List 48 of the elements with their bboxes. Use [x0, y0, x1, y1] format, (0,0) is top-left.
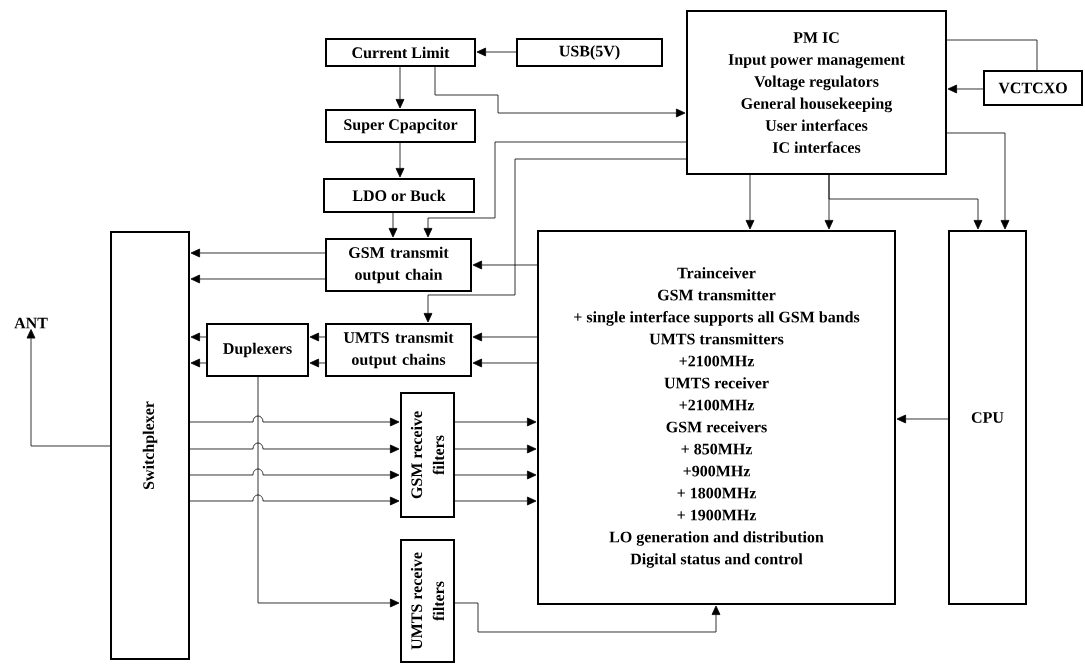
block-box: Super Cpapcitor — [325, 109, 476, 143]
block-box: CPU — [948, 230, 1027, 605]
arrow — [896, 414, 949, 424]
arrow — [26, 329, 111, 447]
arrow — [309, 358, 326, 368]
block-box: GSM transmit output chain — [325, 238, 472, 292]
arrow — [189, 415, 400, 427]
block-box: GSM receive filters — [400, 392, 455, 518]
block-box: Trainceiver GSM transmitter + single interface supports all GSM bands UMTS transmitters +2100MHz UMTS receiver +2100MHz GSM receivers + 850MHz +900MHz + 1800MHz + 1900MHz LO generation and distribution Digital status and control — [537, 230, 896, 605]
arrow — [745, 174, 755, 230]
block-box: Current Limit — [325, 38, 476, 67]
arrow — [476, 47, 517, 57]
arrow — [190, 332, 207, 342]
arrow — [423, 141, 687, 238]
arrow — [947, 84, 984, 94]
arrow — [454, 444, 537, 454]
arrow — [472, 358, 538, 368]
arrow — [190, 274, 326, 284]
arrow — [454, 417, 537, 427]
arrow — [454, 496, 537, 506]
arrow — [423, 158, 687, 323]
arrow — [190, 358, 207, 368]
arrow — [257, 376, 400, 608]
arrow — [189, 468, 400, 480]
arrow — [309, 332, 326, 342]
block-box: VCTCXO — [983, 70, 1083, 106]
arrow — [454, 602, 721, 633]
block-box: Switchplexer — [110, 231, 190, 660]
arrow — [472, 260, 538, 270]
arrow — [454, 470, 537, 480]
block-box: PM IC Input power management Voltage regulators General housekeeping User interfaces IC interfaces — [686, 10, 947, 175]
arrow — [434, 66, 686, 118]
block-box: LDO or Buck — [323, 178, 475, 213]
arrow — [946, 132, 1010, 230]
arrow — [190, 248, 326, 258]
arrow — [189, 442, 400, 454]
arrow — [395, 142, 405, 178]
arrow — [388, 212, 398, 238]
block-box: UMTS transmit output chains — [325, 323, 472, 377]
block-box: UMTS receive filters — [400, 539, 455, 663]
block-box: Duplexers — [206, 323, 309, 377]
arrow — [395, 66, 405, 109]
antenna-label: ANT — [14, 317, 48, 329]
block-box: USB(5V) — [516, 38, 663, 67]
arrow — [828, 174, 983, 230]
arrow — [189, 494, 400, 506]
connector-line — [946, 39, 1038, 71]
arrow — [472, 332, 538, 342]
